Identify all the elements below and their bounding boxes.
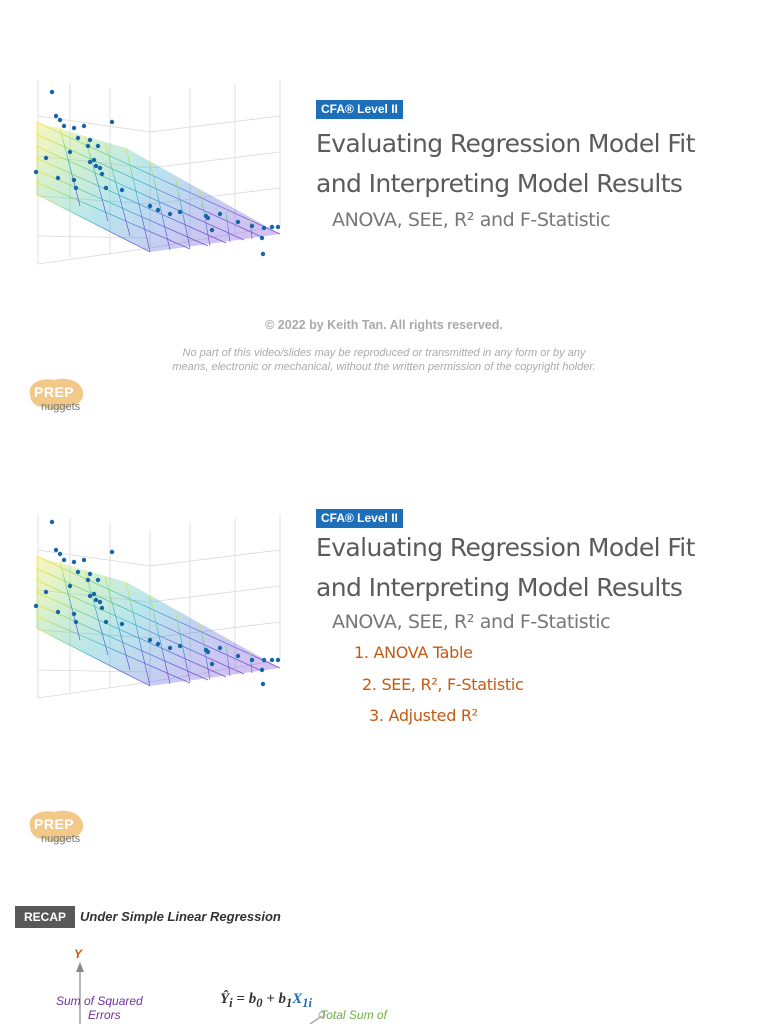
toc-item-see-r2-f: 2. SEE, R², F-Statistic: [362, 675, 524, 694]
regression-surface-plot: [33, 514, 281, 699]
title-line-2: and Interpreting Model Results: [316, 573, 683, 602]
sst-label: Total Sum of: [320, 1008, 387, 1022]
toc-item-anova-table: 1. ANOVA Table: [354, 643, 473, 662]
y-axis-label: Y: [74, 947, 83, 961]
disclaimer-line-1: No part of this video/slides may be repr…: [182, 347, 586, 359]
regression-surface-plot: [33, 80, 281, 265]
eq-b0-sub: 0: [256, 996, 263, 1010]
eq-plus-b: + b: [262, 991, 287, 1007]
sse-label: Sum of Squared Errors: [56, 994, 166, 1022]
eq-equals-b: = b: [232, 991, 257, 1007]
slide-subtitle: ANOVA, SEE, R² and F-Statistic: [332, 611, 611, 633]
prep-nuggets-logo: PREP nuggets: [24, 807, 88, 851]
eq-b1-sub: 1: [286, 996, 293, 1010]
surface-mesh: [35, 121, 281, 253]
logo-blob-icon: [29, 378, 84, 410]
toc-item-adjusted-r2: 3. Adjusted R²: [369, 706, 478, 725]
recap-title: Under Simple Linear Regression: [80, 909, 281, 924]
title-line-2: and Interpreting Model Results: [316, 169, 683, 198]
recap-badge: RECAP: [15, 906, 76, 928]
course-badge: CFA® Level II: [316, 509, 403, 528]
pointer-dot-icon: [318, 1011, 326, 1019]
copyright-disclaimer: No part of this video/slides may be repr…: [0, 346, 768, 374]
eq-x: X: [292, 991, 303, 1007]
slide-title: Evaluating Regression Model Fit and Inte…: [316, 124, 766, 204]
title-line-1: Evaluating Regression Model Fit: [316, 129, 695, 158]
scatter-points: [33, 89, 281, 257]
slide-title: Evaluating Regression Model Fit and Inte…: [316, 528, 766, 608]
surface-fill: [36, 556, 280, 686]
recap-slide: RECAP Under Simple Linear Regression Y S…: [0, 890, 768, 1024]
logo-blob-icon: [29, 810, 84, 842]
title-line-1: Evaluating Regression Model Fit: [316, 533, 695, 562]
prep-nuggets-logo: PREP nuggets: [24, 375, 88, 419]
copyright-notice: © 2022 by Keith Tan. All rights reserved…: [265, 318, 503, 332]
logo-word-nuggets: nuggets: [41, 401, 81, 413]
y-axis-arrow-icon: [76, 962, 84, 972]
eq-y-sub: i: [229, 996, 233, 1010]
course-badge: CFA® Level II: [316, 100, 403, 119]
sse-line-2: Errors: [88, 1008, 121, 1022]
eq-x-sub: 1i: [302, 996, 313, 1010]
logo-word-nuggets: nuggets: [41, 833, 81, 845]
agenda-slide: CFA® Level II Evaluating Regression Mode…: [0, 462, 768, 882]
logo-word-prep: PREP: [34, 384, 75, 400]
disclaimer-line-2: means, electronic or mechanical, without…: [172, 361, 596, 373]
regression-axes: [76, 962, 326, 1024]
logo-word-prep: PREP: [34, 816, 75, 832]
title-slide: CFA® Level II Evaluating Regression Mode…: [0, 0, 768, 440]
slide-subtitle: ANOVA, SEE, R² and F-Statistic: [332, 209, 611, 231]
regression-equation: Ŷi = b0 + b1X1i: [220, 991, 312, 1011]
scatter-points: [33, 519, 281, 687]
sse-line-1: Sum of Squared: [56, 994, 143, 1008]
surface-fill: [36, 122, 280, 252]
eq-y-hat: Ŷ: [220, 991, 230, 1007]
surface-mesh: [35, 555, 281, 687]
